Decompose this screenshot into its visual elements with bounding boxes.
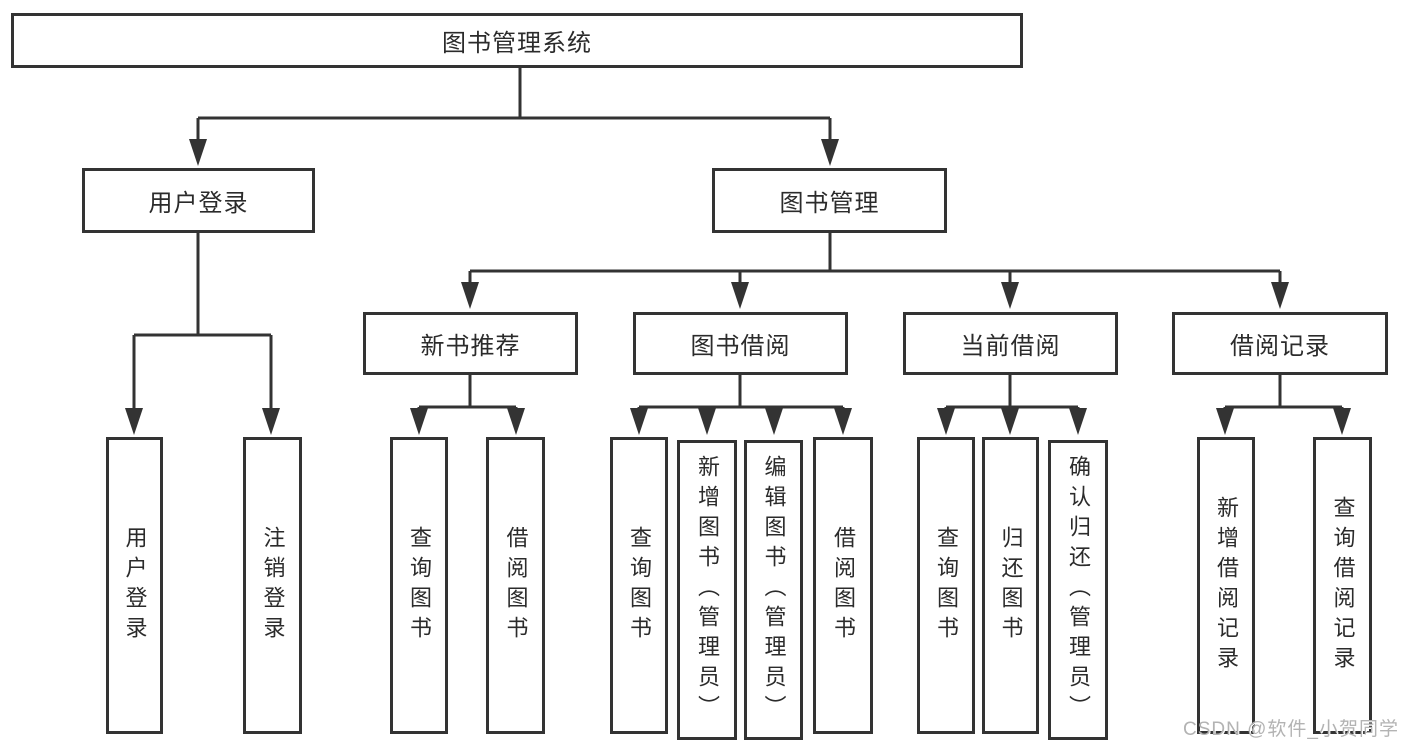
arrowhead: [262, 408, 280, 435]
arrowhead: [507, 408, 525, 435]
arrowhead: [1216, 408, 1234, 435]
leaf-borrow-edit-book-admin: 编辑图书（管理员）: [744, 440, 803, 740]
arrowhead: [410, 408, 428, 435]
leaf-records-query-record: 查询借阅记录: [1313, 437, 1372, 734]
leaf-user-login: 用户登录: [106, 437, 163, 734]
leaf-borrow-query-book: 查询图书: [610, 437, 668, 734]
leaf-current-return-book: 归还图书: [982, 437, 1039, 734]
arrowhead: [765, 408, 783, 435]
leaf-borrow-borrow-book: 借阅图书: [813, 437, 873, 734]
arrowhead: [189, 139, 207, 166]
node-library-management-system: 图书管理系统: [11, 13, 1023, 68]
leaf-records-add-record: 新增借阅记录: [1197, 437, 1255, 734]
arrowhead: [834, 408, 852, 435]
leaf-logout: 注销登录: [243, 437, 302, 734]
node-borrowing-records: 借阅记录: [1172, 312, 1388, 375]
arrowhead: [1271, 282, 1289, 309]
node-book-management: 图书管理: [712, 168, 947, 233]
arrowhead: [630, 408, 648, 435]
leaf-current-confirm-return-admin: 确认归还（管理员）: [1048, 440, 1108, 740]
arrowhead: [731, 282, 749, 309]
arrowhead: [1001, 408, 1019, 435]
node-book-borrowing: 图书借阅: [633, 312, 848, 375]
leaf-recommend-borrow-book: 借阅图书: [486, 437, 545, 734]
arrowhead: [698, 408, 716, 435]
arrowheads-group: [125, 139, 1351, 435]
arrowhead: [461, 282, 479, 309]
leaf-borrow-add-book-admin: 新增图书（管理员）: [677, 440, 737, 740]
arrowhead: [1333, 408, 1351, 435]
csdn-watermark: CSDN @软件_小贺同学: [1183, 719, 1399, 740]
arrowhead: [1069, 408, 1087, 435]
node-new-book-recommendation: 新书推荐: [363, 312, 578, 375]
leaf-recommend-query-book: 查询图书: [390, 437, 448, 734]
node-current-borrowing: 当前借阅: [903, 312, 1118, 375]
leaf-current-query-book: 查询图书: [917, 437, 975, 734]
arrowhead: [125, 408, 143, 435]
arrowhead: [821, 139, 839, 166]
node-user-login: 用户登录: [82, 168, 315, 233]
arrowhead: [937, 408, 955, 435]
arrowhead: [1001, 282, 1019, 309]
